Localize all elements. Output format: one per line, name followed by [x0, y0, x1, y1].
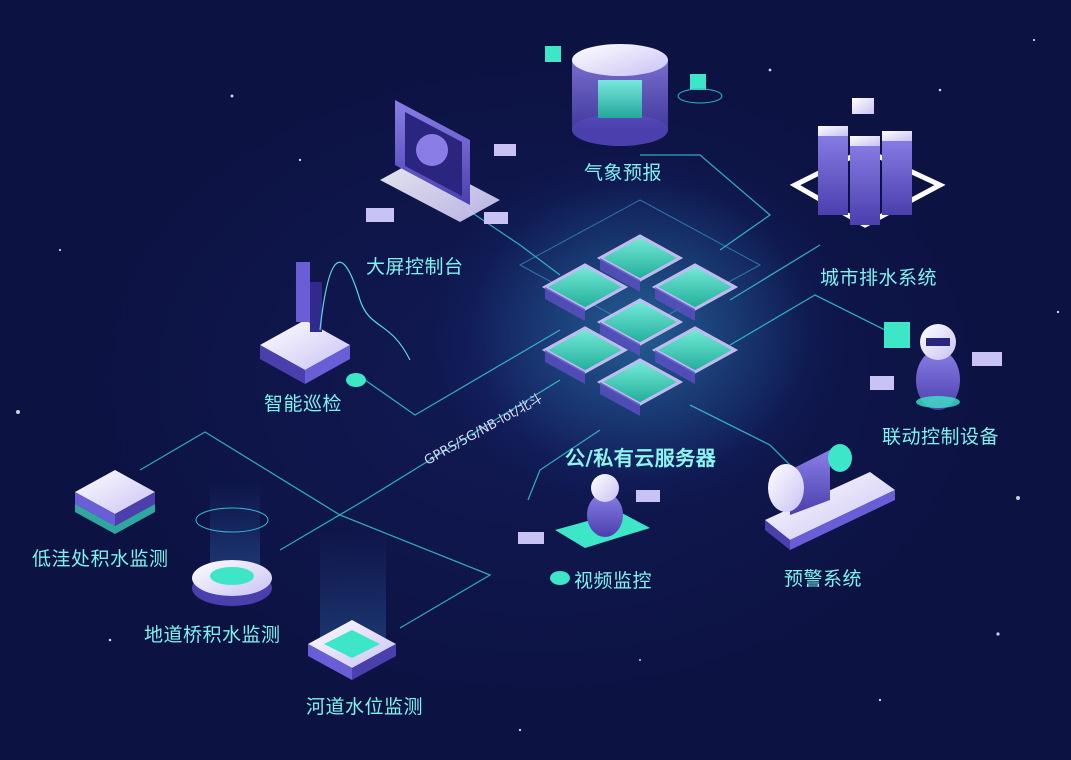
video-device: [518, 474, 660, 585]
label-drainage: 城市排水系统: [820, 267, 938, 289]
underpass-device: [192, 480, 272, 606]
weather-device: [545, 44, 723, 146]
line-backbone: [279, 379, 561, 551]
drainage-device: [789, 98, 946, 228]
star-field: [16, 38, 1060, 732]
lowland-device: [75, 470, 155, 534]
river-device: [308, 530, 396, 680]
label-weather: 气象预报: [584, 162, 663, 184]
big-screen-device: [366, 100, 516, 224]
label-center-server: 公/私有云服务器: [565, 446, 717, 470]
label-big-screen: 大屏控制台: [366, 256, 464, 278]
label-warning: 预警系统: [784, 568, 863, 590]
inspection-device: [260, 261, 411, 387]
label-river: 河道水位监测: [306, 696, 424, 718]
server-cluster: [470, 180, 810, 480]
label-underpass: 地道桥积水监测: [144, 624, 281, 646]
warning-device: [765, 444, 895, 550]
line-lowland: [139, 431, 492, 629]
label-linkage: 联动控制设备: [882, 426, 1000, 448]
label-video: 视频监控: [574, 570, 653, 592]
label-lowland: 低洼处积水监测: [32, 548, 169, 570]
label-inspection: 智能巡检: [264, 393, 343, 415]
linkage-device: [870, 322, 1002, 410]
